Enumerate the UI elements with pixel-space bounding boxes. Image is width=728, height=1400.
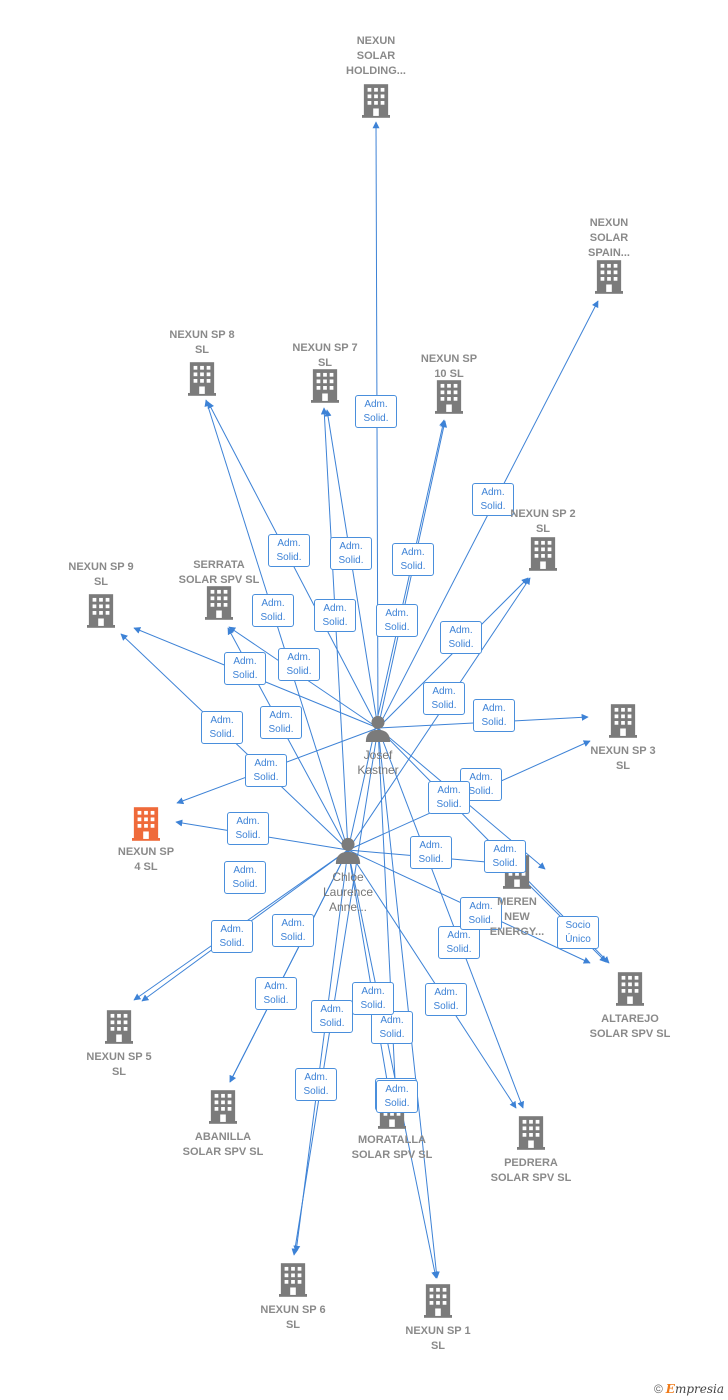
building-icon[interactable] xyxy=(105,1010,133,1044)
edge-label-chloe-sp9[interactable]: Adm. Solid. xyxy=(201,711,243,744)
edge-label-chloe-sp5[interactable]: Adm. Solid. xyxy=(211,920,253,953)
edge-josef-sp1 xyxy=(377,727,440,1279)
building-icon[interactable] xyxy=(424,1284,452,1318)
edge-label-chloe-sp5[interactable]: Adm. Solid. xyxy=(224,861,266,894)
company-label-pedrera[interactable]: PEDRERA SOLAR SPV SL xyxy=(490,1157,572,1184)
company-label-sp8[interactable]: NEXUN SP 8 SL xyxy=(169,329,235,356)
edge-label-chloe-pedrera[interactable]: Adm. Solid. xyxy=(425,983,467,1016)
company-label-sp5[interactable]: NEXUN SP 5 SL xyxy=(86,1051,152,1078)
company-label-sp4[interactable]: NEXUN SP 4 SL xyxy=(117,846,175,873)
edge-label-chloe-sp8[interactable]: Adm. Solid. xyxy=(252,594,294,627)
company-label-sp7[interactable]: NEXUN SP 7 SL xyxy=(292,342,358,369)
edge-label-josef-sp8[interactable]: Adm. Solid. xyxy=(268,534,310,567)
footer-brand: © Empresia xyxy=(654,1382,724,1396)
building-icon[interactable] xyxy=(279,1263,307,1297)
building-icon[interactable] xyxy=(311,369,339,403)
edge-label-josef-sp9[interactable]: Adm. Solid. xyxy=(224,652,266,685)
company-label-meren[interactable]: MEREN NEW ENERGY... xyxy=(489,896,545,938)
edge-label-chloe-meren[interactable]: Adm. Solid. xyxy=(410,836,452,869)
edges-layer xyxy=(120,121,610,1279)
edge-label-josef-sp3[interactable]: Adm. Solid. xyxy=(473,699,515,732)
edge-label-josef-sp6[interactable]: Adm. Solid. xyxy=(311,1000,353,1033)
edge-chloe-sp6 xyxy=(293,849,349,1253)
person-label-chloe[interactable]: Chloe Laurence Anne... xyxy=(322,870,374,914)
company-label-sp9[interactable]: NEXUN SP 9 SL xyxy=(68,561,134,588)
company-label-sp2[interactable]: NEXUN SP 2 SL xyxy=(510,508,576,535)
edge-label-josef-sp2[interactable]: Adm. Solid. xyxy=(440,621,482,654)
building-icon[interactable] xyxy=(616,972,644,1006)
company-label-sp3[interactable]: NEXUN SP 3 SL xyxy=(590,745,656,772)
edge-label-josef-sp10[interactable]: Adm. Solid. xyxy=(392,543,434,576)
building-icon[interactable] xyxy=(609,704,637,738)
building-icon[interactable] xyxy=(362,84,390,118)
building-icon[interactable] xyxy=(188,362,216,396)
building-icon[interactable] xyxy=(435,380,463,414)
edge-label-josef-altarejo[interactable]: Adm. Solid. xyxy=(484,840,526,873)
edge-chloe-moratalla xyxy=(347,849,393,1099)
company-label-holding[interactable]: NEXUN SOLAR HOLDING... xyxy=(346,35,406,77)
edge-label-chloe-serrata[interactable]: Adm. Solid. xyxy=(260,706,302,739)
edge-label-josef-sp7[interactable]: Adm. Solid. xyxy=(330,537,372,570)
edge-label-chloe-sp6[interactable]: Adm. Solid. xyxy=(295,1068,337,1101)
company-label-sp10[interactable]: NEXUN SP 10 SL xyxy=(420,353,478,380)
building-icon[interactable] xyxy=(87,594,115,628)
edge-label-chloe-sp1[interactable]: Adm. Solid. xyxy=(376,1080,418,1113)
edge-label-josef-sp1[interactable]: Adm. Solid. xyxy=(371,1011,413,1044)
building-icon[interactable] xyxy=(132,807,160,841)
edge-label-josef-sp4[interactable]: Adm. Solid. xyxy=(245,754,287,787)
edge-label-chloe-abanilla[interactable]: Adm. Solid. xyxy=(255,977,297,1010)
edge-label-chloe-sp3[interactable]: Adm. Solid. xyxy=(428,781,470,814)
edge-label-chloe-moratalla[interactable]: Adm. Solid. xyxy=(352,982,394,1015)
building-icon[interactable] xyxy=(205,586,233,620)
company-label-spain[interactable]: NEXUN SOLAR SPAIN... xyxy=(588,217,630,259)
edge-label-meren-altarejo[interactable]: Socio Único xyxy=(557,916,599,949)
edge-josef-pedrera xyxy=(377,727,525,1109)
person-label-josef[interactable]: Josef Kastner xyxy=(357,748,399,777)
edge-label-chloe-altarejo[interactable]: Adm. Solid. xyxy=(460,897,502,930)
edge-label-chloe-sp2[interactable]: Adm. Solid. xyxy=(423,682,465,715)
company-label-abanilla[interactable]: ABANILLA SOLAR SPV SL xyxy=(182,1131,264,1158)
company-label-serrata[interactable]: SERRATA SOLAR SPV SL xyxy=(178,559,260,586)
edge-label-josef-holding[interactable]: Adm. Solid. xyxy=(355,395,397,428)
edge-chloe-pedrera xyxy=(347,849,517,1109)
edge-label-chloe-sp4[interactable]: Adm. Solid. xyxy=(227,812,269,845)
company-label-sp6[interactable]: NEXUN SP 6 SL xyxy=(260,1304,326,1331)
building-icon[interactable] xyxy=(595,260,623,294)
edge-label-josef-serrata[interactable]: Adm. Solid. xyxy=(278,648,320,681)
edge-label-chloe-sp10[interactable]: Adm. Solid. xyxy=(376,604,418,637)
edge-label-josef-pedrera[interactable]: Adm. Solid. xyxy=(438,926,480,959)
building-icon[interactable] xyxy=(209,1090,237,1124)
company-label-altarejo[interactable]: ALTAREJO SOLAR SPV SL xyxy=(589,1013,671,1040)
company-label-sp1[interactable]: NEXUN SP 1 SL xyxy=(405,1325,471,1352)
edge-label-josef-spain[interactable]: Adm. Solid. xyxy=(472,483,514,516)
brand-logo[interactable]: Empresia xyxy=(665,1382,724,1396)
edge-josef-sp6 xyxy=(291,727,379,1256)
building-icon[interactable] xyxy=(529,537,557,571)
edge-label-chloe-abanilla[interactable]: Adm. Solid. xyxy=(272,914,314,947)
edge-chloe-abanilla xyxy=(229,849,349,1083)
edge-chloe-sp1 xyxy=(347,849,439,1279)
company-label-moratalla[interactable]: MORATALLA SOLAR SPV SL xyxy=(351,1134,433,1161)
edge-label-chloe-sp7[interactable]: Adm. Solid. xyxy=(314,599,356,632)
copyright-symbol: © xyxy=(653,1382,663,1396)
building-icon[interactable] xyxy=(517,1116,545,1150)
